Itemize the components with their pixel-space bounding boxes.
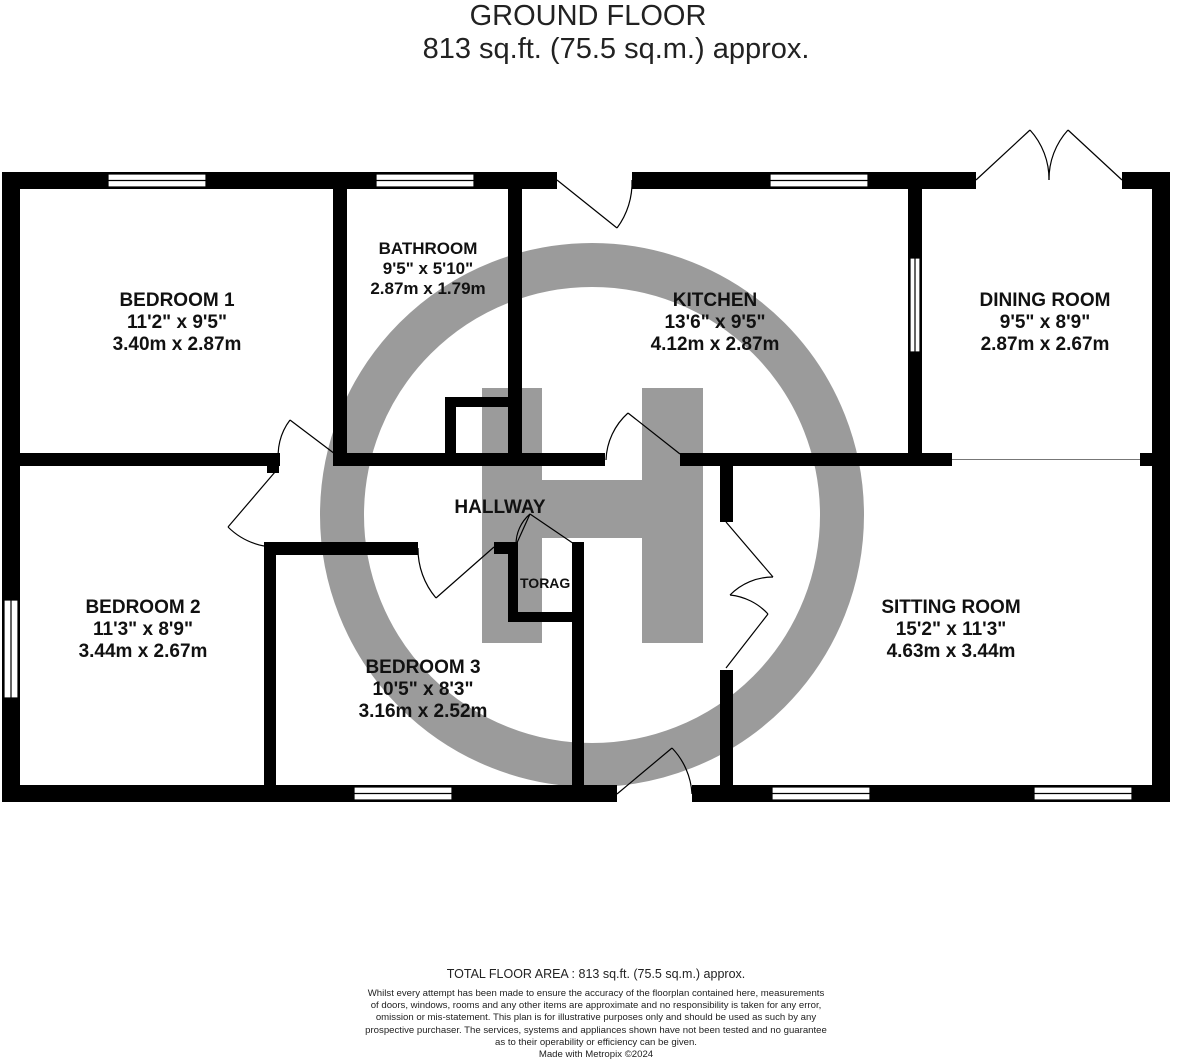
- room-imperial: 9'5" x 5'10": [382, 259, 474, 278]
- door-bedroom2: [227, 471, 276, 547]
- window-sitting-1: [771, 786, 871, 801]
- room-imperial: 15'2" x 11'3": [895, 619, 1007, 640]
- h-logo-watermark: [320, 243, 864, 787]
- room-metric: 3.16m x 2.52m: [358, 701, 488, 722]
- door-bedroom3: [417, 546, 495, 599]
- room-name: BEDROOM 2: [85, 597, 201, 618]
- french-doors-dining: [975, 129, 1123, 181]
- room-kitchen: KITCHEN 13'6" x 9'5" 4.12m x 2.87m: [600, 290, 830, 356]
- room-metric: 2.87m x 1.79m: [370, 279, 486, 298]
- disclaimer-line: omission or mis-statement. This plan is …: [375, 1012, 817, 1024]
- room-metric: 3.44m x 2.67m: [78, 641, 208, 662]
- disclaimer-line: as to their operability or efficiency ca…: [495, 1036, 697, 1048]
- floor-area: 813 sq.ft. (75.5 sq.m.) approx.: [422, 33, 810, 65]
- door-sitting: [725, 521, 774, 669]
- windows: [3, 173, 1133, 801]
- room-bedroom-1: BEDROOM 1 11'2" x 9'5" 3.40m x 2.87m: [62, 290, 292, 356]
- total-floor-area: TOTAL FLOOR AREA : 813 sq.ft. (75.5 sq.m…: [446, 967, 746, 981]
- window-bathroom: [375, 173, 475, 188]
- room-bathroom: BATHROOM 9'5" x 5'10" 2.87m x 1.79m: [344, 239, 512, 299]
- room-name: BATHROOM: [378, 239, 478, 258]
- room-imperial: 13'6" x 9'5": [664, 312, 766, 333]
- window-bedroom2: [3, 599, 19, 699]
- room-imperial: 9'5" x 8'9": [999, 312, 1091, 333]
- room-name: SITTING ROOM: [881, 597, 1021, 618]
- room-bedroom-3: BEDROOM 3 10'5" x 8'3" 3.16m x 2.52m: [308, 657, 538, 723]
- room-metric: 2.87m x 2.67m: [980, 334, 1110, 355]
- disclaimer-line: of doors, windows, rooms and any other i…: [370, 1000, 822, 1012]
- room-name: DINING ROOM: [979, 290, 1111, 311]
- room-sitting: SITTING ROOM 15'2" x 11'3" 4.63m x 3.44m: [836, 597, 1066, 663]
- disclaimer-line: Whilst every attempt has been made to en…: [367, 988, 825, 999]
- door-kitchen: [605, 412, 681, 461]
- window-kitchen: [769, 173, 869, 188]
- doors: [227, 129, 1123, 795]
- room-imperial: 10'5" x 8'3": [372, 679, 474, 700]
- door-storage: [515, 513, 581, 549]
- window-bedroom1: [107, 173, 207, 188]
- room-storage: TORAG: [520, 575, 571, 591]
- room-name: KITCHEN: [672, 290, 758, 311]
- room-name: BEDROOM 1: [119, 290, 235, 311]
- room-name: HALLWAY: [454, 497, 546, 518]
- room-imperial: 11'3" x 8'9": [93, 619, 193, 640]
- room-bedroom-2: BEDROOM 2 11'3" x 8'9" 3.44m x 2.67m: [28, 597, 258, 663]
- disclaimer-line: prospective purchaser. The services, sys…: [365, 1024, 827, 1036]
- window-kitchen-dining: [909, 257, 921, 353]
- room-metric: 3.40m x 2.87m: [112, 334, 242, 355]
- window-bedroom3: [353, 786, 453, 801]
- disclaimer: Whilst every attempt has been made to en…: [0, 988, 1192, 1061]
- door-bedroom1: [277, 419, 336, 466]
- credit: Made with Metropix ©2024: [538, 1049, 654, 1061]
- room-dining: DINING ROOM 9'5" x 8'9" 2.87m x 2.67m: [930, 290, 1160, 356]
- window-sitting-2: [1033, 786, 1133, 801]
- floor-title: GROUND FLOOR: [469, 0, 707, 32]
- room-metric: 4.63m x 3.44m: [886, 641, 1016, 662]
- door-front: [616, 747, 693, 795]
- room-imperial: 11'2" x 9'5": [127, 312, 227, 333]
- room-metric: 4.12m x 2.87m: [650, 334, 780, 355]
- room-hallway: HALLWAY: [400, 497, 600, 519]
- door-kitchen-back: [556, 179, 633, 229]
- room-name: BEDROOM 3: [365, 657, 481, 678]
